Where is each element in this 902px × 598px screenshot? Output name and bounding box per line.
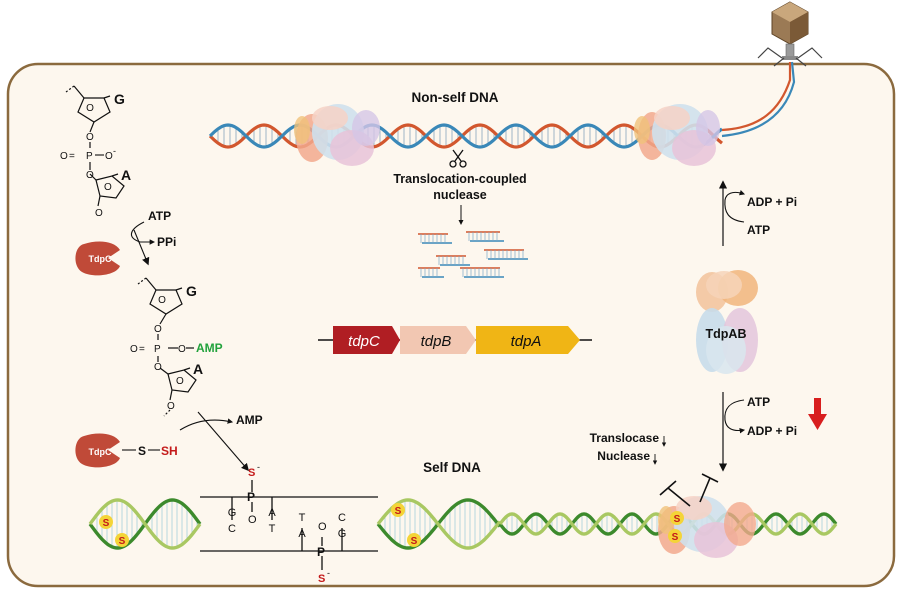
- gene-tdpa-label: tdpA: [511, 333, 542, 350]
- enzyme-s-label: S: [138, 444, 146, 458]
- sulfur-label-2: S: [119, 536, 126, 547]
- sulfur-transfer-arrow: [197, 411, 250, 472]
- atp-ppi-curve: [130, 221, 156, 245]
- sulfur-label-4: S: [411, 536, 418, 547]
- dna-fragments: [418, 231, 528, 278]
- chem-o-link: O: [178, 344, 186, 355]
- chem-o-ring-3: O: [158, 295, 166, 306]
- gene-tdpc-label: tdpC: [348, 333, 380, 350]
- translocase-label: Translocase: [590, 431, 660, 445]
- chem-o-ring-2: O: [104, 182, 112, 193]
- thio-minus-top: -: [257, 462, 260, 472]
- adenylated-intermediate: [137, 277, 197, 417]
- nuclease-label-line2: nuclease: [433, 188, 487, 202]
- sulfur-label-3: S: [395, 506, 402, 517]
- amp-green-label: AMP: [196, 341, 223, 355]
- chem-minus-1: -: [113, 146, 116, 156]
- phosphorothioate-ladder: [200, 480, 378, 570]
- thio-p-top: P: [247, 490, 255, 504]
- chem-base-a-1: A: [121, 167, 131, 183]
- chem-o-minus-1: O: [105, 151, 113, 162]
- sulfur-label-5: S: [674, 514, 681, 525]
- adp-pi-bottom-label: ADP + Pi: [747, 424, 797, 438]
- base-top-4: C: [338, 512, 346, 524]
- base-bottom-1: C: [228, 523, 236, 535]
- base-top-1: G: [228, 507, 237, 519]
- base-bottom-2: T: [269, 523, 276, 535]
- bacteriophage-icon: [757, 1, 823, 67]
- atp-hydrolysis-curve-bottom: [724, 399, 746, 434]
- chem-p-1: P: [86, 151, 93, 162]
- amp-release-label: AMP: [236, 413, 263, 427]
- atp-hydrolysis-curve-top: [724, 190, 746, 223]
- gene-tdpb-arrow: [400, 326, 476, 354]
- chem-eq-1: =: [69, 151, 75, 162]
- chem-o-bridge-5: O: [154, 362, 162, 373]
- thio-minus-bottom: -: [327, 568, 330, 578]
- tdpc-enzyme-icon-1: [75, 241, 120, 276]
- base-bottom-3: A: [298, 528, 306, 540]
- inhibition-bars: [659, 473, 719, 507]
- scissors-icon: [449, 149, 467, 168]
- gene-tdpb-label: tdpB: [421, 333, 452, 350]
- dinucleotide-substrate: [65, 85, 125, 207]
- base-bottom-4: G: [338, 528, 347, 540]
- tdpab-complex-2: [634, 104, 720, 166]
- ppi-label: PPi: [157, 235, 176, 249]
- chem-o-bridge-4: O: [154, 324, 162, 335]
- tdpc-enzyme-label-2: TdpC: [89, 447, 112, 457]
- chem-base-g-2: G: [186, 283, 197, 299]
- thio-s-minus-bottom: S: [318, 573, 325, 585]
- chem-base-a-2: A: [193, 361, 203, 377]
- sulfur-label-6: S: [672, 532, 679, 543]
- thio-o-top: O: [248, 514, 257, 526]
- atp-top-label: ATP: [747, 223, 770, 237]
- chem-eq-2: =: [139, 344, 145, 355]
- thio-p-bottom: P: [317, 545, 325, 559]
- base-top-2: A: [268, 507, 276, 519]
- chem-o-bridge-6: O: [167, 401, 175, 412]
- chem-o-double-2: O: [130, 344, 138, 355]
- atp-label: ATP: [148, 209, 171, 223]
- decrease-arrow-icon: [808, 398, 827, 430]
- tdpab-label: TdpAB: [706, 327, 747, 341]
- chem-o-bridge-2: O: [86, 170, 94, 181]
- tdpab-complex-1: [294, 104, 380, 166]
- enzyme-sh-label: SH: [161, 444, 178, 458]
- chem-o-double-1: O: [60, 151, 68, 162]
- nonself-dna-label: Non-self DNA: [412, 90, 499, 105]
- self-dna-label: Self DNA: [423, 460, 481, 475]
- chem-o-bridge-3: O: [95, 208, 103, 219]
- thio-o-bottom: O: [318, 521, 327, 533]
- gene-operon: tdpC tdpB tdpA: [318, 326, 592, 354]
- chem-base-g-1: G: [114, 91, 125, 107]
- chem-o-bridge-1: O: [86, 132, 94, 143]
- cell-boundary: [6, 62, 896, 588]
- gene-tdpa-arrow: [476, 326, 580, 354]
- nuclease-label-line1: Translocation-coupled: [393, 172, 526, 186]
- tdpc-enzyme-icon-2: [75, 433, 120, 468]
- tdpc-enzyme-label-1: TdpC: [89, 254, 112, 264]
- adp-pi-top-label: ADP + Pi: [747, 195, 797, 209]
- base-top-3: T: [299, 512, 306, 524]
- chem-p-2: P: [154, 344, 161, 355]
- atp-bottom-label: ATP: [747, 395, 770, 409]
- sulfur-label-1: S: [103, 518, 110, 529]
- gene-tdpc-arrow: [333, 326, 400, 354]
- chem-o-ring-1: O: [86, 103, 94, 114]
- adenylation-arrow: [133, 229, 150, 266]
- nuclease-down-label: Nuclease: [597, 449, 650, 463]
- tdpab-free-complex: [696, 270, 758, 374]
- thio-s-minus-top: S: [248, 467, 255, 479]
- chem-o-ring-4: O: [176, 376, 184, 387]
- sulfur-markers: [99, 503, 421, 547]
